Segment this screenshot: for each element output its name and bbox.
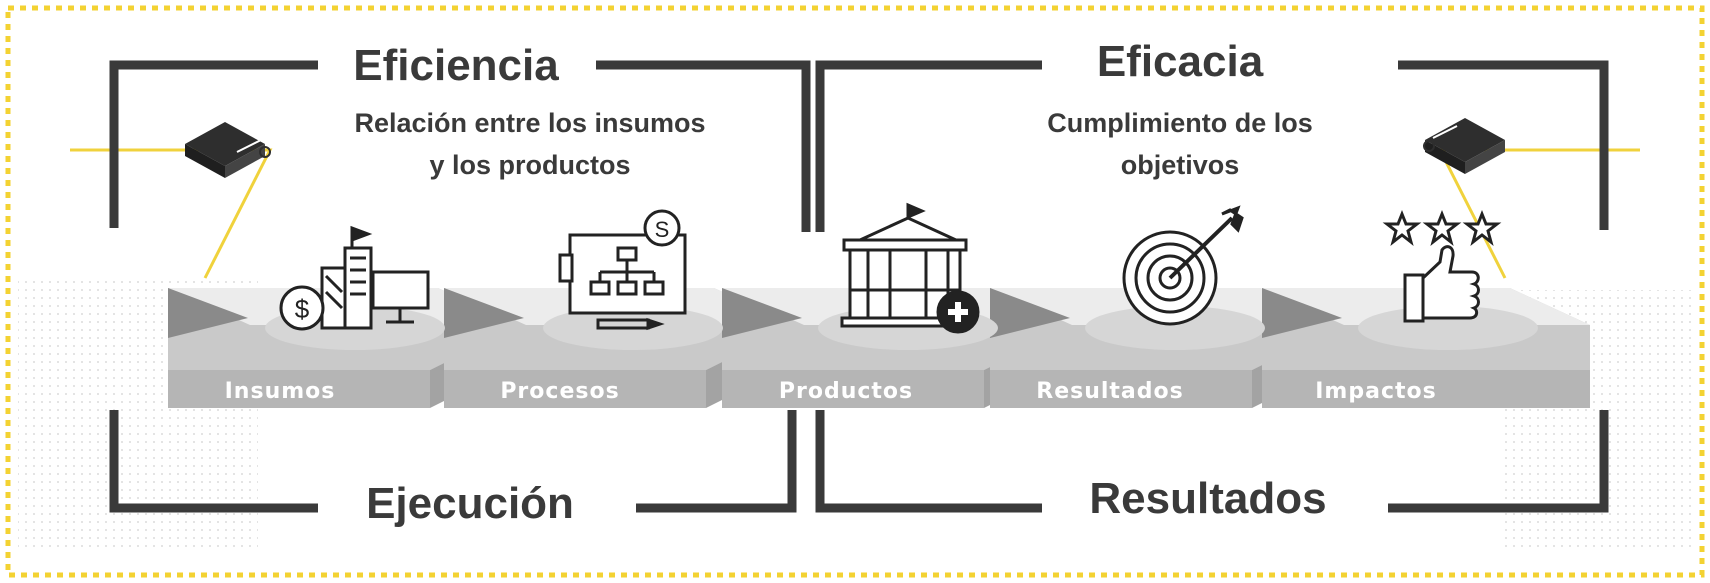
buildings-dollar-computer-icon: $ [279,225,430,331]
bracket-eficiencia [109,60,811,232]
stage-label: Resultados [1036,379,1183,404]
book-icon-right [1423,118,1505,174]
book-icon-left [185,122,271,178]
thumbs-up-stars-icon [1382,209,1502,323]
subtitle-eficiencia-line1: Relación entre los insumos [354,108,705,138]
heading-eficacia: Eficacia [1097,37,1264,86]
stage-label: Productos [779,379,913,404]
platform-5 [1358,306,1538,350]
stage-label: Insumos [225,379,336,404]
subtitle-eficiencia-line2: y los productos [429,150,630,180]
bracket-eficacia [815,60,1609,232]
subtitle-eficacia-line2: objetivos [1121,150,1240,180]
subtitle-eficacia-line1: Cumplimiento de los [1047,108,1313,138]
stage-label: Procesos [500,379,619,404]
svg-text:S: S [655,217,670,242]
heading-ejecucion: Ejecución [366,479,574,528]
platform-4 [1085,306,1265,350]
stage-label: Impactos [1315,379,1436,404]
bracket-ejecucion [109,410,797,513]
heading-resultados: Resultados [1089,474,1326,523]
dashed-frame [5,5,1705,578]
bracket-resultados [815,410,1609,513]
svg-text:$: $ [295,294,310,324]
flowchart-board-icon: S [558,209,687,331]
target-arrow-icon [1122,205,1244,326]
government-building-plus-icon [840,202,980,334]
heading-eficiencia: Eficiencia [353,41,559,90]
